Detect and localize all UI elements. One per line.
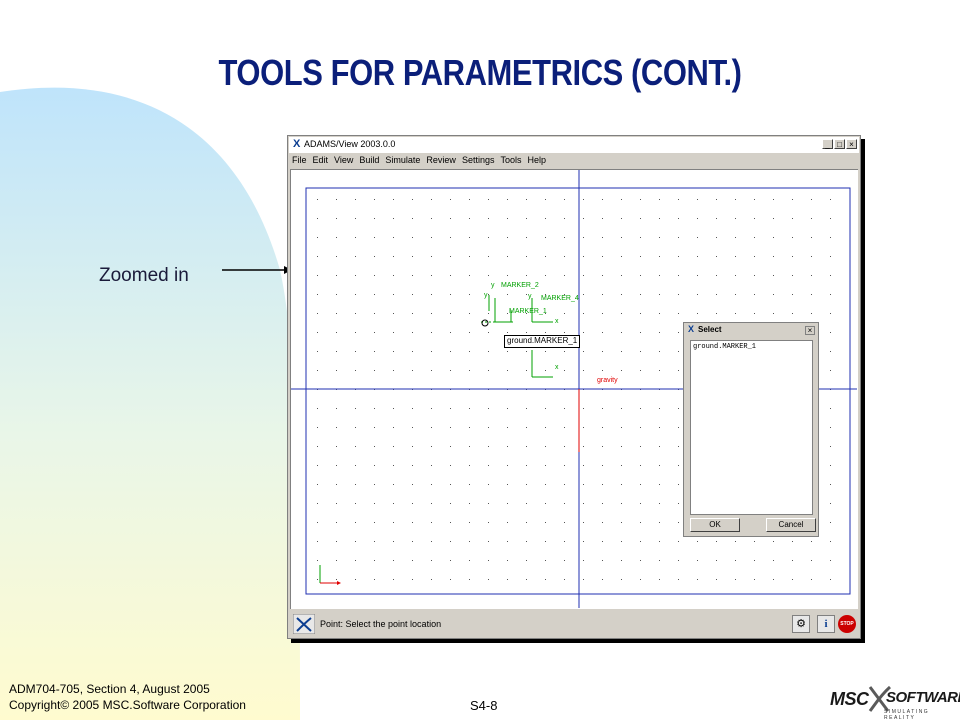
window-titlebar[interactable]: X ADAMS/View 2003.0.0 _ □ × [289,137,859,153]
menu-simulate[interactable]: Simulate [385,155,421,165]
logo-software: SOFTWARE [886,689,960,706]
label-x-1: x [555,318,559,325]
menu-file[interactable]: File [292,155,307,165]
status-text: Point: Select the point location [320,619,442,629]
toolbox-icon[interactable]: ⚙ [792,615,810,633]
callout-arrow [222,266,292,274]
label-marker-1: MARKER_1 [509,308,547,315]
label-marker-4: MARKER_4 [541,295,579,302]
close-button[interactable]: × [846,139,857,149]
menubar: File Edit View Build Simulate Review Set… [292,155,546,168]
menu-tools[interactable]: Tools [500,155,522,165]
dialog-titlebar[interactable]: X Select × [685,324,817,337]
gravity-label: gravity [597,377,618,384]
select-dialog: X Select × ground.MARKER_1 OK Cancel [683,322,819,537]
msc-software-logo: MSC SOFTWARE SIMULATING REALITY [826,683,960,721]
minimize-button[interactable]: _ [822,139,833,149]
list-item[interactable]: ground.MARKER_1 [693,343,757,351]
adams-logo-icon [293,614,315,634]
info-icon[interactable]: i [817,615,835,633]
menu-settings[interactable]: Settings [461,155,495,165]
dialog-close-button[interactable]: × [805,326,815,335]
page-number: S4-8 [470,698,498,713]
footer-course: ADM704-705, Section 4, August 2005 [9,682,210,696]
msc-logo-mark [868,685,891,712]
menu-build[interactable]: Build [359,155,380,165]
logo-tagline: SIMULATING REALITY [884,709,930,721]
label-y-3: y [528,293,532,300]
marker-tooltip: ground.MARKER_1 [504,335,581,348]
maximize-button[interactable]: □ [834,139,845,149]
window-title: ADAMS/View 2003.0.0 [304,139,396,149]
selection-list[interactable]: ground.MARKER_1 [690,340,813,515]
slide-title: TOOLS FOR PARAMETRICS (CONT.) [218,52,742,93]
menu-review[interactable]: Review [426,155,456,165]
menu-view[interactable]: View [334,155,354,165]
label-y: y [491,282,495,289]
menu-help[interactable]: Help [527,155,546,165]
footer-copyright: Copyright© 2005 MSC.Software Corporation [9,698,246,712]
logo-msc: MSC [830,689,869,709]
stop-icon[interactable]: STOP [838,615,856,633]
dialog-title: Select [698,325,722,334]
footer-text: ADM704-705, Section 4, August 2005 Copyr… [9,681,246,713]
ok-button[interactable]: OK [690,518,740,532]
cancel-button[interactable]: Cancel [766,518,816,532]
marker-glyphs [481,295,553,378]
status-bar: Point: Select the point location ⚙ i STO… [290,612,858,636]
label-marker-2: MARKER_2 [501,282,539,289]
label-x-2: x [555,364,559,371]
adams-logo-icon: X [293,138,301,150]
menu-edit[interactable]: Edit [312,155,329,165]
callout-label: Zoomed in [99,265,189,286]
cursor-circle [481,319,489,327]
label-y-2: y [484,292,488,299]
adams-logo-icon: X [688,324,695,334]
